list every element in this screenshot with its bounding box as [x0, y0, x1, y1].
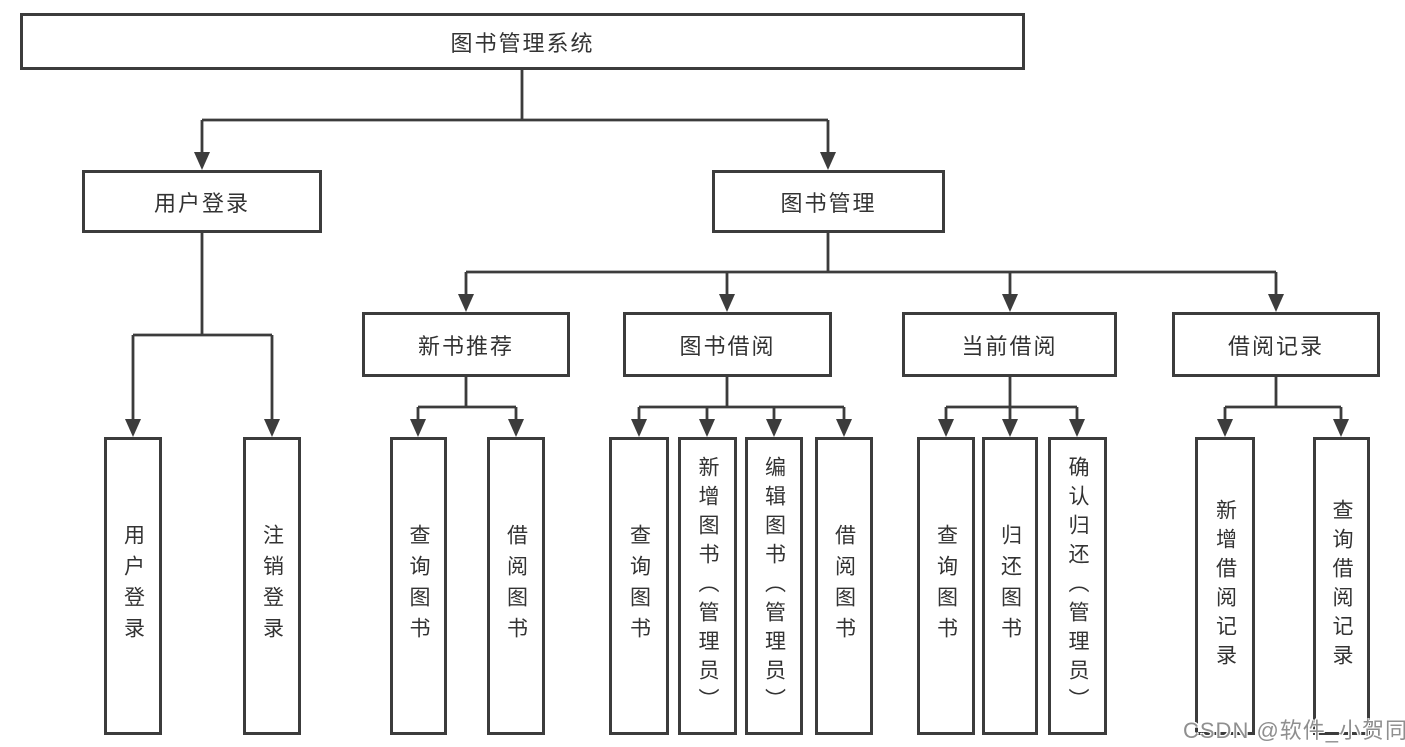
node-new-book-recommend: 新书推荐 — [362, 312, 570, 377]
arrowheads — [125, 152, 1349, 437]
leaf-confirm-return-admin: 确认归还（管理员） — [1048, 437, 1107, 735]
node-user-login-label: 用户登录 — [153, 190, 250, 216]
node-current-borrow: 当前借阅 — [902, 312, 1117, 377]
node-new-book-recommend-label: 新书推荐 — [417, 333, 514, 359]
leaf-add-books-admin: 新增图书（管理员） — [678, 437, 737, 735]
node-borrow-records: 借阅记录 — [1172, 312, 1380, 377]
leaf-add-borrow-record: 新增借阅记录 — [1195, 437, 1255, 735]
leaf-query-books-current: 查询图书 — [917, 437, 975, 735]
leaf-query-books-borrow: 查询图书 — [609, 437, 669, 735]
node-book-management: 图书管理 — [712, 170, 945, 233]
node-borrow-records-label: 借阅记录 — [1227, 333, 1324, 359]
node-book-borrow-label: 图书借阅 — [679, 333, 776, 359]
node-root-label: 图书管理系统 — [450, 30, 595, 56]
node-user-login: 用户登录 — [82, 170, 322, 233]
csdn-watermark: CSDN @软件_小贺同学 — [1183, 718, 1405, 743]
leaf-return-books: 归还图书 — [982, 437, 1038, 735]
leaf-user-login: 用户登录 — [104, 437, 162, 735]
node-current-borrow-label: 当前借阅 — [961, 333, 1058, 359]
node-root: 图书管理系统 — [20, 13, 1025, 70]
leaf-query-books-recommend: 查询图书 — [390, 437, 447, 735]
leaf-borrow-books: 借阅图书 — [815, 437, 873, 735]
leaf-borrow-books-recommend: 借阅图书 — [487, 437, 545, 735]
node-book-management-label: 图书管理 — [780, 190, 877, 216]
leaf-edit-books-admin: 编辑图书（管理员） — [745, 437, 803, 735]
leaf-query-borrow-record: 查询借阅记录 — [1313, 437, 1370, 735]
node-book-borrow: 图书借阅 — [623, 312, 832, 377]
leaf-logout: 注销登录 — [243, 437, 301, 735]
